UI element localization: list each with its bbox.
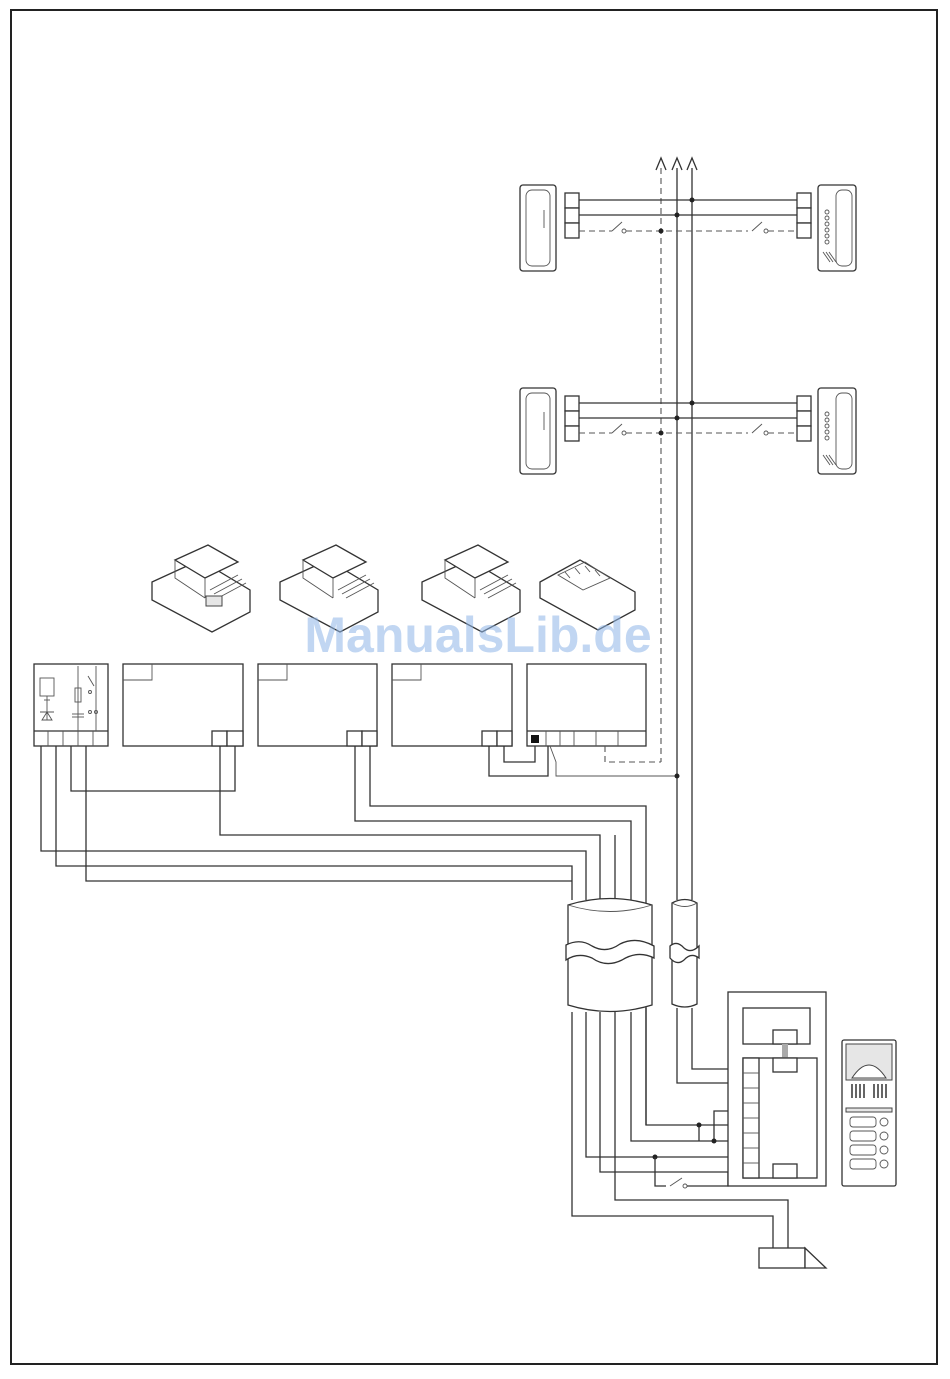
handset-top-left — [520, 185, 556, 271]
power-supply-module — [34, 664, 108, 746]
handset-mid-left — [520, 388, 556, 474]
control-modules — [34, 664, 646, 746]
control-module-4 — [392, 664, 512, 746]
cable-conduit-riser — [670, 900, 699, 1008]
watermark-text: ManualsLib.de — [288, 606, 668, 664]
handset-mid-right — [818, 388, 856, 474]
handset-top-right — [818, 185, 856, 271]
control-module-2 — [123, 664, 243, 746]
cable-conduit-main — [566, 899, 654, 1012]
outdoor-speaker-unit — [728, 992, 826, 1186]
electric-door-lock — [759, 1248, 826, 1268]
control-module-3 — [258, 664, 377, 746]
din-module-1 — [152, 545, 250, 632]
floor-middle — [520, 388, 856, 474]
outdoor-speaker-panel — [842, 1040, 896, 1186]
riser-arrows — [656, 158, 697, 900]
floor-upper — [520, 185, 856, 271]
control-module-5 — [527, 664, 646, 746]
